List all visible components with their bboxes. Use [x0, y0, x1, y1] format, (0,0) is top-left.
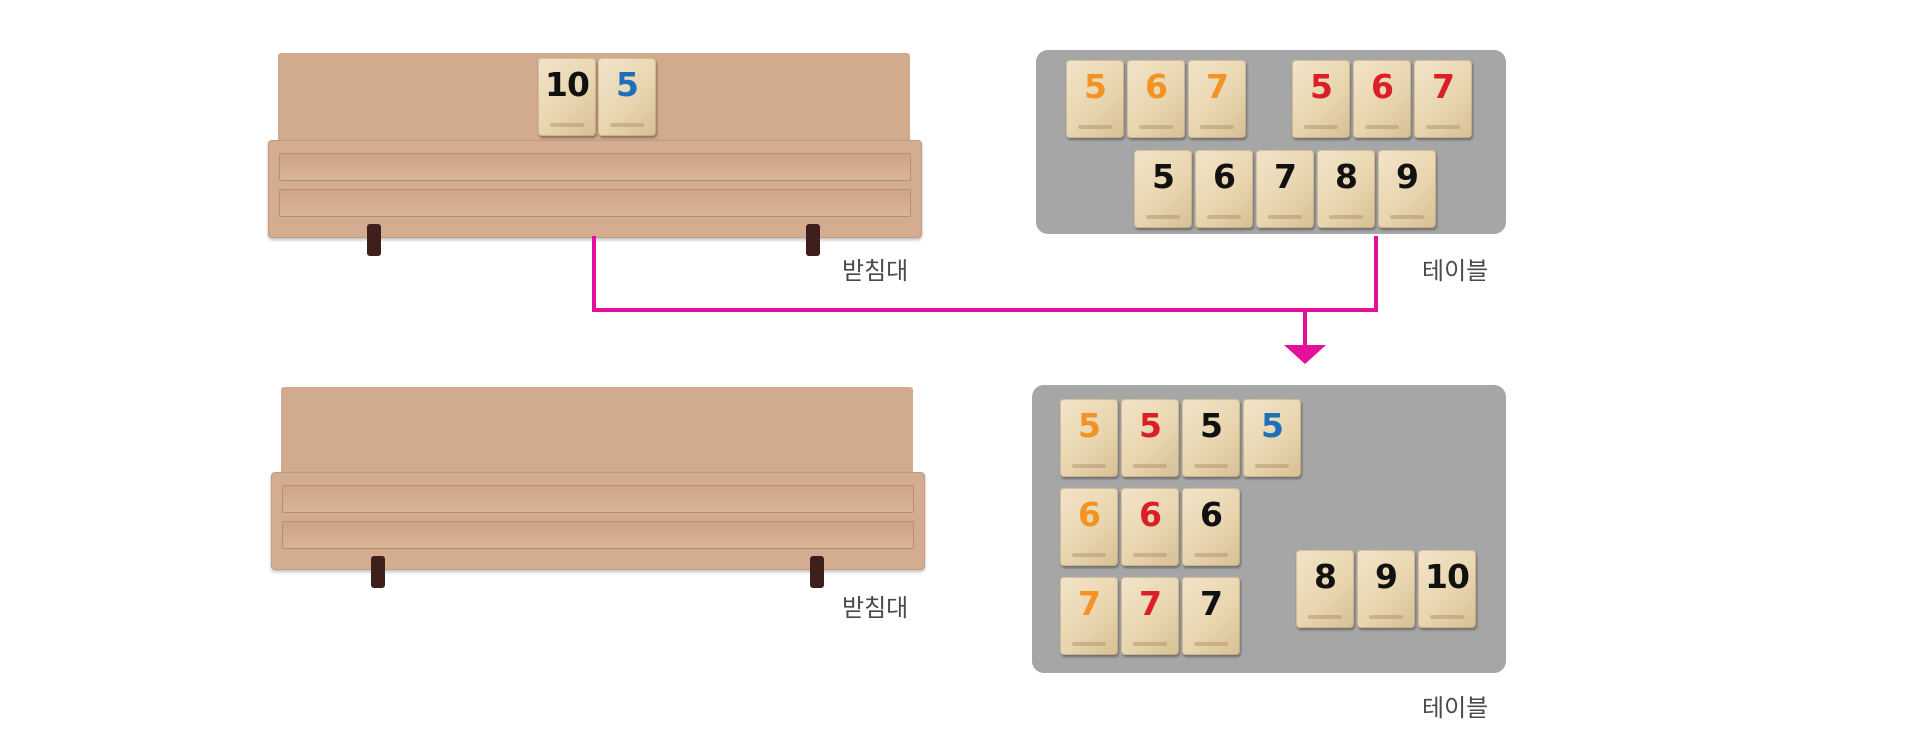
tile-logo-mark	[1194, 642, 1228, 646]
tile-number: 7	[1206, 67, 1229, 106]
tile-logo-mark	[1207, 215, 1241, 219]
tile-logo-mark	[1194, 553, 1228, 557]
tile-number: 7	[1200, 584, 1223, 623]
tile[interactable]: 5	[1182, 399, 1240, 477]
tile-number: 6	[1145, 67, 1168, 106]
tile-number: 7	[1274, 157, 1297, 196]
rack-front-panel	[268, 140, 922, 238]
tile-number: 5	[1200, 406, 1223, 445]
tile-logo-mark	[1430, 615, 1464, 619]
tile-logo-mark	[1304, 125, 1338, 129]
tile-number: 5	[1152, 157, 1175, 196]
connector-line	[592, 236, 1378, 312]
tile-logo-mark	[1133, 553, 1167, 557]
tile-logo-mark	[1139, 125, 1173, 129]
tile-number: 6	[1139, 495, 1162, 534]
tile-number: 5	[616, 65, 639, 104]
tile-logo-mark	[1200, 125, 1234, 129]
tile[interactable]: 5	[1060, 399, 1118, 477]
rack-label: 받침대	[842, 257, 909, 285]
tile[interactable]: 8	[1296, 550, 1354, 628]
tile-logo-mark	[1365, 125, 1399, 129]
tile-logo-mark	[1194, 464, 1228, 468]
rack-tile-row: 10 5	[538, 58, 656, 136]
tile-number: 7	[1139, 584, 1162, 623]
rack-backboard	[281, 387, 913, 477]
tile-logo-mark	[550, 123, 584, 127]
rack-leg	[367, 224, 381, 256]
tile-number: 5	[1261, 406, 1284, 445]
tile-number: 10	[1425, 557, 1470, 596]
tile[interactable]: 8	[1317, 150, 1375, 228]
tile-number: 8	[1335, 157, 1358, 196]
tile-logo-mark	[1426, 125, 1460, 129]
rack-front-panel	[271, 472, 925, 570]
tile[interactable]: 6	[1195, 150, 1253, 228]
rack-groove	[279, 153, 911, 181]
arrow-head-icon	[1284, 345, 1326, 364]
tile[interactable]: 10	[538, 58, 596, 136]
tile-number: 6	[1078, 495, 1101, 534]
tile-number: 9	[1396, 157, 1419, 196]
tile[interactable]: 5	[1134, 150, 1192, 228]
rack-groove	[282, 521, 914, 549]
tile-logo-mark	[1146, 215, 1180, 219]
tile[interactable]: 5	[598, 58, 656, 136]
tile[interactable]: 9	[1357, 550, 1415, 628]
tile-logo-mark	[1133, 464, 1167, 468]
rack-groove	[279, 189, 911, 217]
tile-logo-mark	[1268, 215, 1302, 219]
tile[interactable]: 7	[1414, 60, 1472, 138]
table-label: 테이블	[1422, 694, 1489, 722]
tile-number: 10	[545, 65, 590, 104]
tile[interactable]: 6	[1060, 488, 1118, 566]
tile-logo-mark	[1390, 215, 1424, 219]
tile[interactable]: 7	[1188, 60, 1246, 138]
tile-number: 8	[1314, 557, 1337, 596]
tile[interactable]: 9	[1378, 150, 1436, 228]
tile[interactable]: 5	[1121, 399, 1179, 477]
tile-number: 6	[1213, 157, 1236, 196]
tile[interactable]: 7	[1121, 577, 1179, 655]
rack-groove	[282, 485, 914, 513]
tile[interactable]: 6	[1182, 488, 1240, 566]
tile-number: 6	[1371, 67, 1394, 106]
rack-leg	[810, 556, 824, 588]
tile-number: 5	[1078, 406, 1101, 445]
rack-label: 받침대	[842, 594, 909, 622]
tile[interactable]: 10	[1418, 550, 1476, 628]
tile[interactable]: 6	[1127, 60, 1185, 138]
tile[interactable]: 6	[1353, 60, 1411, 138]
tile[interactable]: 7	[1182, 577, 1240, 655]
tile[interactable]: 7	[1060, 577, 1118, 655]
tile-logo-mark	[1078, 125, 1112, 129]
tile[interactable]: 5	[1066, 60, 1124, 138]
tile[interactable]: 5	[1292, 60, 1350, 138]
tile-logo-mark	[1255, 464, 1289, 468]
rack-leg	[371, 556, 385, 588]
rack-leg	[806, 224, 820, 256]
tile[interactable]: 7	[1256, 150, 1314, 228]
tile-number: 7	[1432, 67, 1455, 106]
tile-logo-mark	[610, 123, 644, 127]
tile-number: 6	[1200, 495, 1223, 534]
tile-logo-mark	[1133, 642, 1167, 646]
tile-logo-mark	[1369, 615, 1403, 619]
tile-logo-mark	[1329, 215, 1363, 219]
tile[interactable]: 5	[1243, 399, 1301, 477]
tile-logo-mark	[1072, 642, 1106, 646]
tile-number: 7	[1078, 584, 1101, 623]
tile-logo-mark	[1072, 464, 1106, 468]
tile-logo-mark	[1308, 615, 1342, 619]
tile-number: 5	[1139, 406, 1162, 445]
tile-number: 5	[1310, 67, 1333, 106]
tile-number: 5	[1084, 67, 1107, 106]
tile-logo-mark	[1072, 553, 1106, 557]
tile-number: 9	[1375, 557, 1398, 596]
tile[interactable]: 6	[1121, 488, 1179, 566]
table-label: 테이블	[1422, 257, 1489, 285]
